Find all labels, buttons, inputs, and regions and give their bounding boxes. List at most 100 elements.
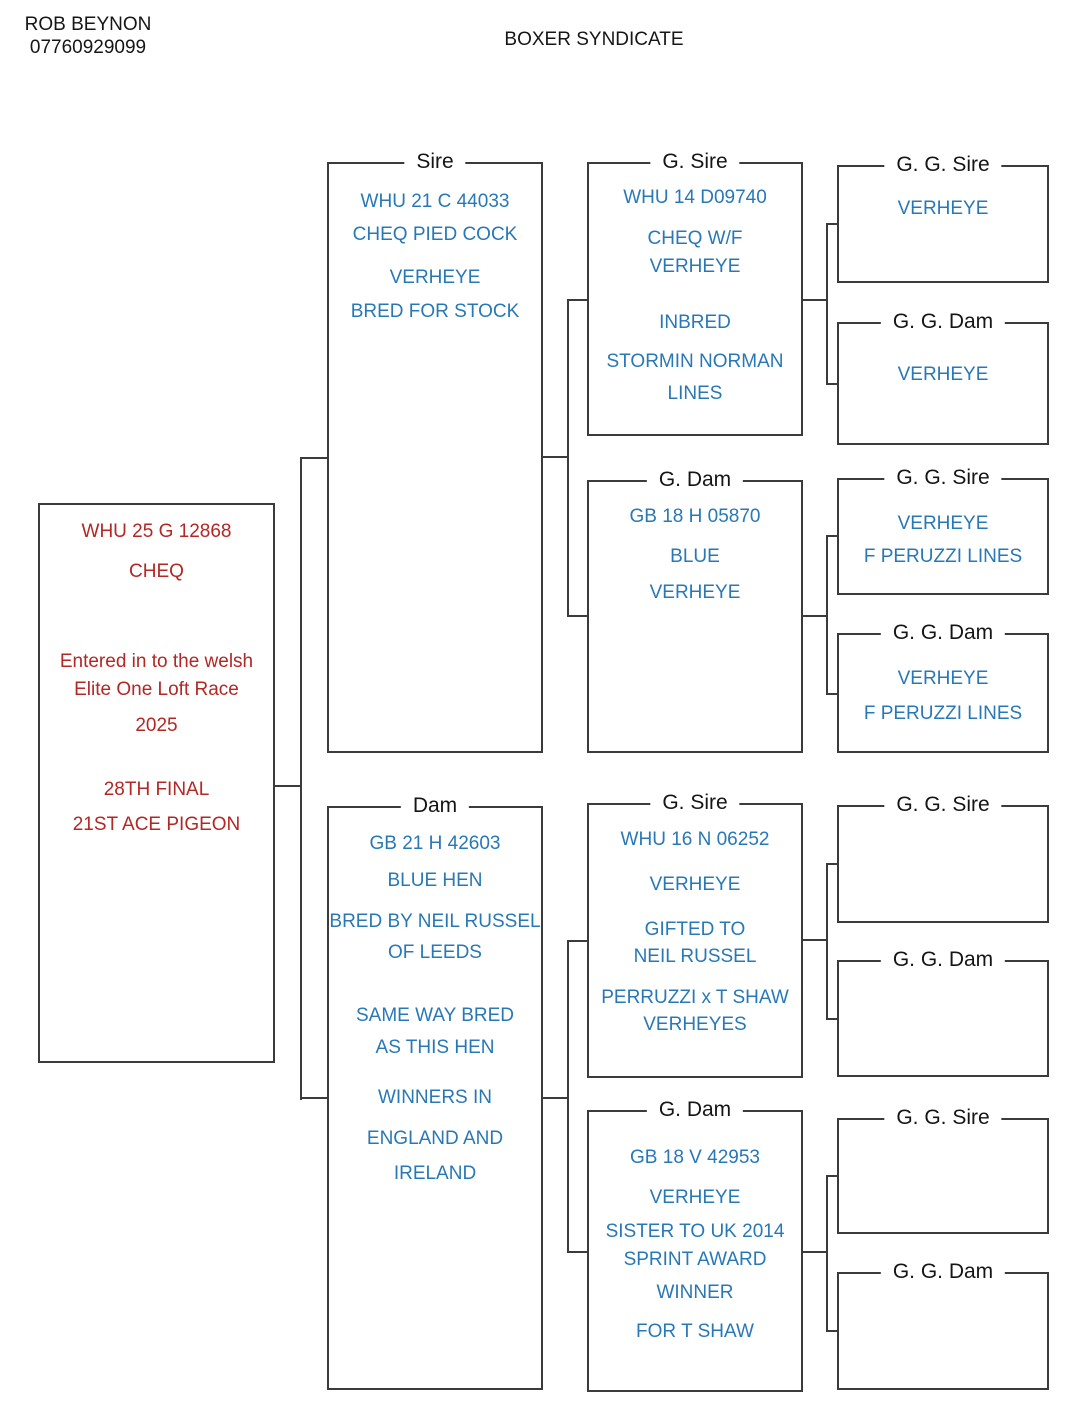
pedigree-text-line: NEIL RUSSEL (633, 946, 757, 967)
pedigree-text-line: VERHEYE (649, 1187, 741, 1208)
pedigree-text-line: Elite One Loft Race (74, 679, 239, 700)
pedigree-text-line: GIFTED TO (644, 919, 746, 940)
box-title: G. Dam (646, 1098, 744, 1122)
box-title: G. G. Sire (884, 793, 1002, 817)
pedigree-text-line: BLUE HEN (387, 870, 483, 891)
pedigree-text-line: VERHEYE (897, 198, 989, 219)
pedigree-text-line: CHEQ (129, 561, 184, 582)
pedigree-text-line: 21ST ACE PIGEON (72, 814, 241, 835)
pedigree-text-line: PERRUZZI x T SHAW (601, 987, 789, 1008)
gg-dam-4-box: G. G. Dam (837, 1260, 1049, 1390)
connector-segment (826, 535, 837, 537)
box-title: G. G. Dam (880, 621, 1006, 645)
connector-segment (567, 299, 587, 301)
pedigree-text-line: ENGLAND AND (366, 1128, 504, 1149)
subject-box: WHU 25 G 12868 CHEQ Entered in to the we… (38, 503, 275, 1063)
connector-segment (300, 457, 302, 1100)
dam-box: Dam GB 21 H 42603 BLUE HEN BRED BY NEIL … (327, 794, 543, 1390)
pedigree-text-line: SISTER TO UK 2014 (605, 1221, 785, 1242)
box-title: G. G. Sire (884, 1106, 1002, 1130)
pedigree-text-line: BLUE (670, 546, 720, 567)
connector-segment (300, 457, 327, 459)
pedigree-text-line: GB 21 H 42603 (369, 833, 501, 854)
pedigree-text-line: WHU 21 C 44033 (360, 191, 510, 212)
pedigree-text-line: SAME WAY BRED (355, 1005, 514, 1026)
pedigree-text-line: STORMIN NORMAN (606, 351, 784, 372)
connector-segment (567, 1251, 587, 1253)
pedigree-text-line: VERHEYE (897, 364, 989, 385)
connector-segment (803, 1251, 828, 1253)
pedigree-text-line: GB 18 H 05870 (629, 506, 761, 527)
owner-name: ROB BEYNON (24, 14, 152, 35)
gg-dam-2-box: G. G. Dam VERHEYE F PERUZZI LINES (837, 621, 1049, 753)
pedigree-text-line: WHU 14 D09740 (623, 187, 767, 208)
pedigree-text-line: VERHEYE (649, 256, 741, 277)
gg-sire-4-box: G. G. Sire (837, 1106, 1049, 1234)
box-title: G. G. Sire (884, 466, 1002, 490)
g-sire-1-box: G. Sire WHU 14 D09740 CHEQ W/F VERHEYE I… (587, 150, 803, 436)
pedigree-text-line: BRED BY NEIL RUSSEL (329, 911, 541, 932)
pedigree-text-line: BRED FOR STOCK (350, 301, 520, 322)
pedigree-text-line: WINNER (656, 1282, 734, 1303)
pedigree-text-line: CHEQ W/F (647, 228, 743, 249)
connector-segment (826, 535, 828, 695)
pedigree-text-line: VERHEYE (897, 513, 989, 534)
g-dam-2-box: G. Dam GB 18 V 42953 VERHEYE SISTER TO U… (587, 1098, 803, 1392)
pedigree-text-line: 2025 (135, 715, 178, 736)
pedigree-text-line: 28TH FINAL (103, 779, 210, 800)
g-dam-1-box: G. Dam GB 18 H 05870 BLUE VERHEYE (587, 468, 803, 753)
connector-segment (567, 940, 569, 1253)
connector-segment (543, 456, 569, 458)
box-title: G. Dam (646, 468, 744, 492)
connector-segment (567, 299, 569, 617)
gg-sire-3-box: G. G. Sire (837, 793, 1049, 923)
pedigree-text-line: VERHEYE (649, 582, 741, 603)
pedigree-text-line: F PERUZZI LINES (863, 703, 1023, 724)
connector-segment (826, 1018, 837, 1020)
pedigree-text-line: SPRINT AWARD (623, 1249, 767, 1270)
pedigree-text-line: WHU 16 N 06252 (620, 829, 770, 850)
pedigree-text-line: WHU 25 G 12868 (81, 521, 232, 542)
connector-segment (803, 299, 828, 301)
connector-segment (826, 223, 837, 225)
pedigree-text-line: INBRED (659, 312, 731, 333)
connector-segment (826, 383, 837, 385)
pedigree-text-line: VERHEYE (897, 668, 989, 689)
pedigree-text-line: AS THIS HEN (375, 1037, 495, 1058)
box-title: G. G. Dam (880, 1260, 1006, 1284)
pedigree-text-line: VERHEYE (389, 267, 481, 288)
box-title: G. G. Dam (880, 310, 1006, 334)
pedigree-text-line: OF LEEDS (388, 942, 482, 963)
pedigree-text-line: GB 18 V 42953 (630, 1147, 760, 1168)
pedigree-text-line: Entered in to the welsh (59, 651, 254, 672)
connector-segment (826, 693, 837, 695)
connector-segment (826, 1175, 828, 1332)
pedigree-text-line: CHEQ PIED COCK (352, 224, 518, 245)
pedigree-text-line: FOR T SHAW (636, 1321, 754, 1342)
gg-sire-2-box: G. G. Sire VERHEYE F PERUZZI LINES (837, 466, 1049, 595)
sire-box: Sire WHU 21 C 44033 CHEQ PIED COCK VERHE… (327, 150, 543, 753)
connector-segment (567, 940, 587, 942)
connector-segment (300, 1097, 327, 1099)
connector-segment (803, 615, 828, 617)
box-title: Sire (404, 150, 466, 174)
page-title: BOXER SYNDICATE (504, 29, 684, 50)
gg-sire-1-box: G. G. Sire VERHEYE (837, 153, 1049, 283)
g-sire-2-box: G. Sire WHU 16 N 06252 VERHEYE GIFTED TO… (587, 791, 803, 1078)
box-title: Dam (400, 794, 470, 818)
connector-segment (567, 615, 587, 617)
box-title: G. G. Dam (880, 948, 1006, 972)
pedigree-text-line: WINNERS IN (378, 1087, 492, 1108)
connector-segment (273, 785, 302, 787)
connector-segment (803, 939, 828, 941)
connector-segment (826, 1330, 837, 1332)
pedigree-text-line: LINES (667, 383, 723, 404)
owner-phone: 07760929099 (29, 37, 147, 58)
box-title: G. Sire (650, 791, 740, 815)
box-title: G. Sire (650, 150, 740, 174)
pedigree-text-line: IRELAND (393, 1163, 477, 1184)
gg-dam-3-box: G. G. Dam (837, 948, 1049, 1077)
box-title: G. G. Sire (884, 153, 1002, 177)
connector-segment (543, 1097, 569, 1099)
